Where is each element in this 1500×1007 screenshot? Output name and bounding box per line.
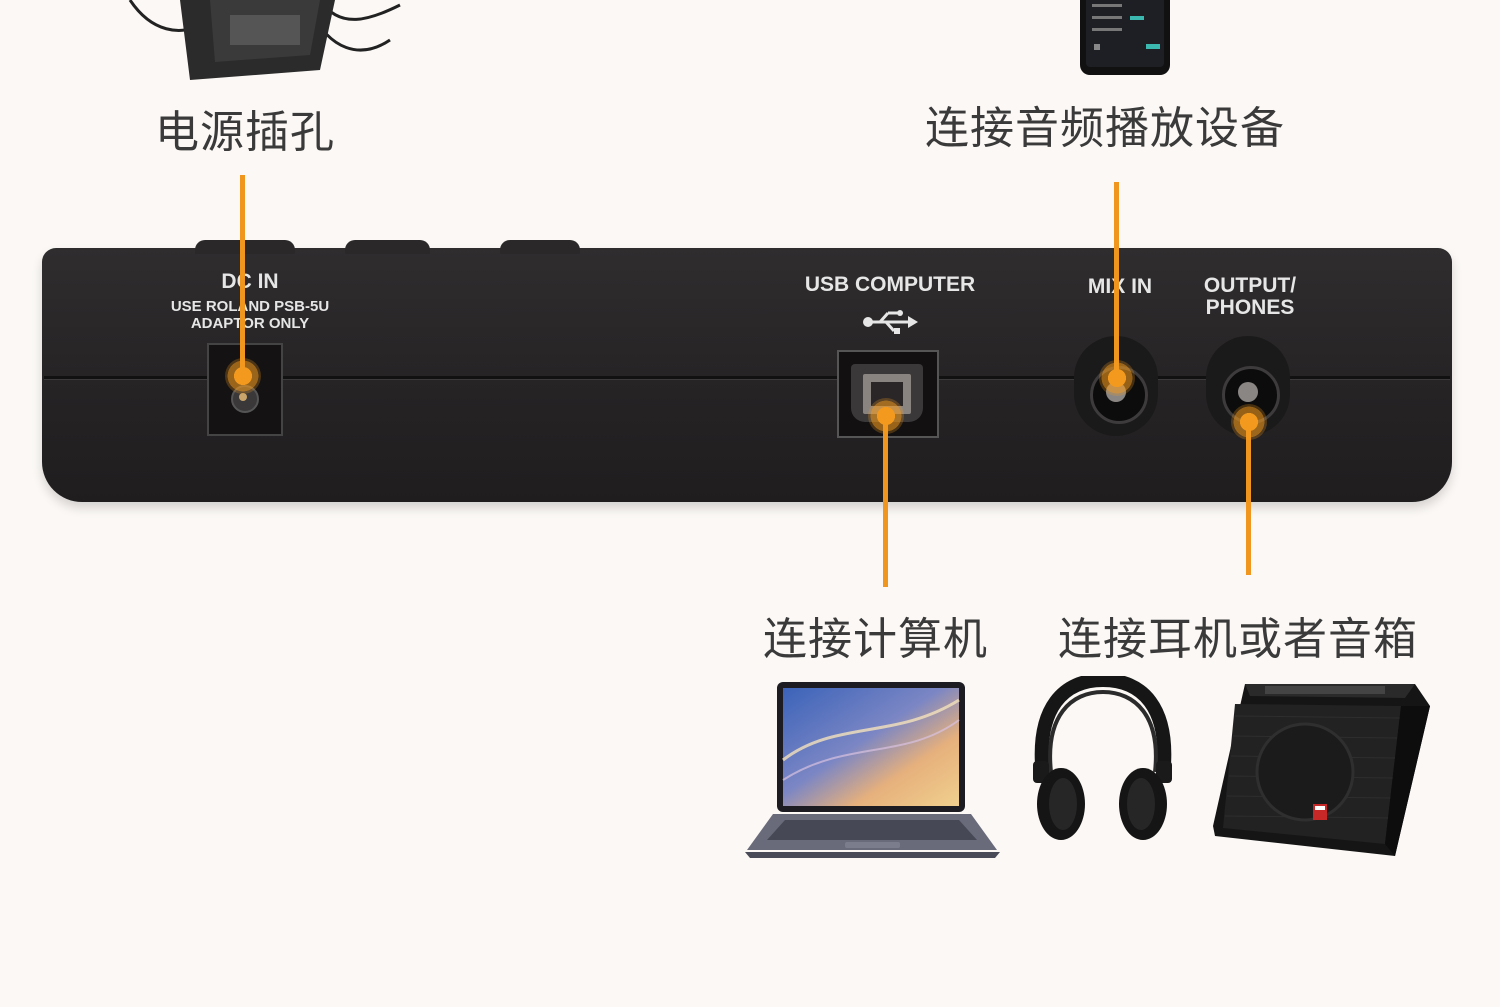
device-seam-highlight bbox=[44, 379, 1450, 380]
dc-in-label: DC IN bbox=[221, 270, 279, 293]
audio-leader-line bbox=[1114, 182, 1119, 377]
headphones-image bbox=[1033, 676, 1172, 840]
power-leader-line bbox=[240, 175, 245, 375]
power-connection-dot bbox=[225, 358, 261, 394]
usb-computer-label: USB COMPUTER bbox=[804, 273, 976, 296]
computer-leader-line bbox=[883, 415, 888, 587]
output-label-line1: OUTPUT/ bbox=[1203, 274, 1297, 297]
usb-icon bbox=[863, 310, 918, 334]
output-phones-jack bbox=[1206, 336, 1290, 436]
speaker-amp-image bbox=[1213, 684, 1430, 856]
power-adaptor-image bbox=[128, 0, 401, 80]
output-label-line2: PHONES bbox=[1205, 296, 1295, 319]
dc-note-line2: ADAPTOR ONLY bbox=[190, 315, 310, 332]
device-top-knob bbox=[500, 240, 580, 254]
computer-label: 连接计算机 bbox=[763, 614, 988, 665]
audio-player-label: 连接音频播放设备 bbox=[925, 103, 1285, 154]
dc-note-line1: USE ROLAND PSB-5U bbox=[170, 298, 330, 315]
smartphone-image bbox=[1080, 0, 1170, 75]
laptop-image bbox=[745, 682, 1000, 858]
headphones-connection-dot bbox=[1231, 404, 1267, 440]
headphones-speaker-label: 连接耳机或者音箱 bbox=[1058, 614, 1418, 665]
device-top-knob bbox=[195, 240, 295, 254]
audio-connection-dot bbox=[1099, 360, 1135, 396]
device-top-knob bbox=[345, 240, 430, 254]
computer-connection-dot bbox=[868, 398, 904, 434]
power-jack-label: 电源插孔 bbox=[155, 107, 335, 158]
device-seam bbox=[44, 376, 1450, 379]
mix-in-label: MIX IN bbox=[1087, 275, 1153, 298]
headphones-leader-line bbox=[1246, 420, 1251, 575]
